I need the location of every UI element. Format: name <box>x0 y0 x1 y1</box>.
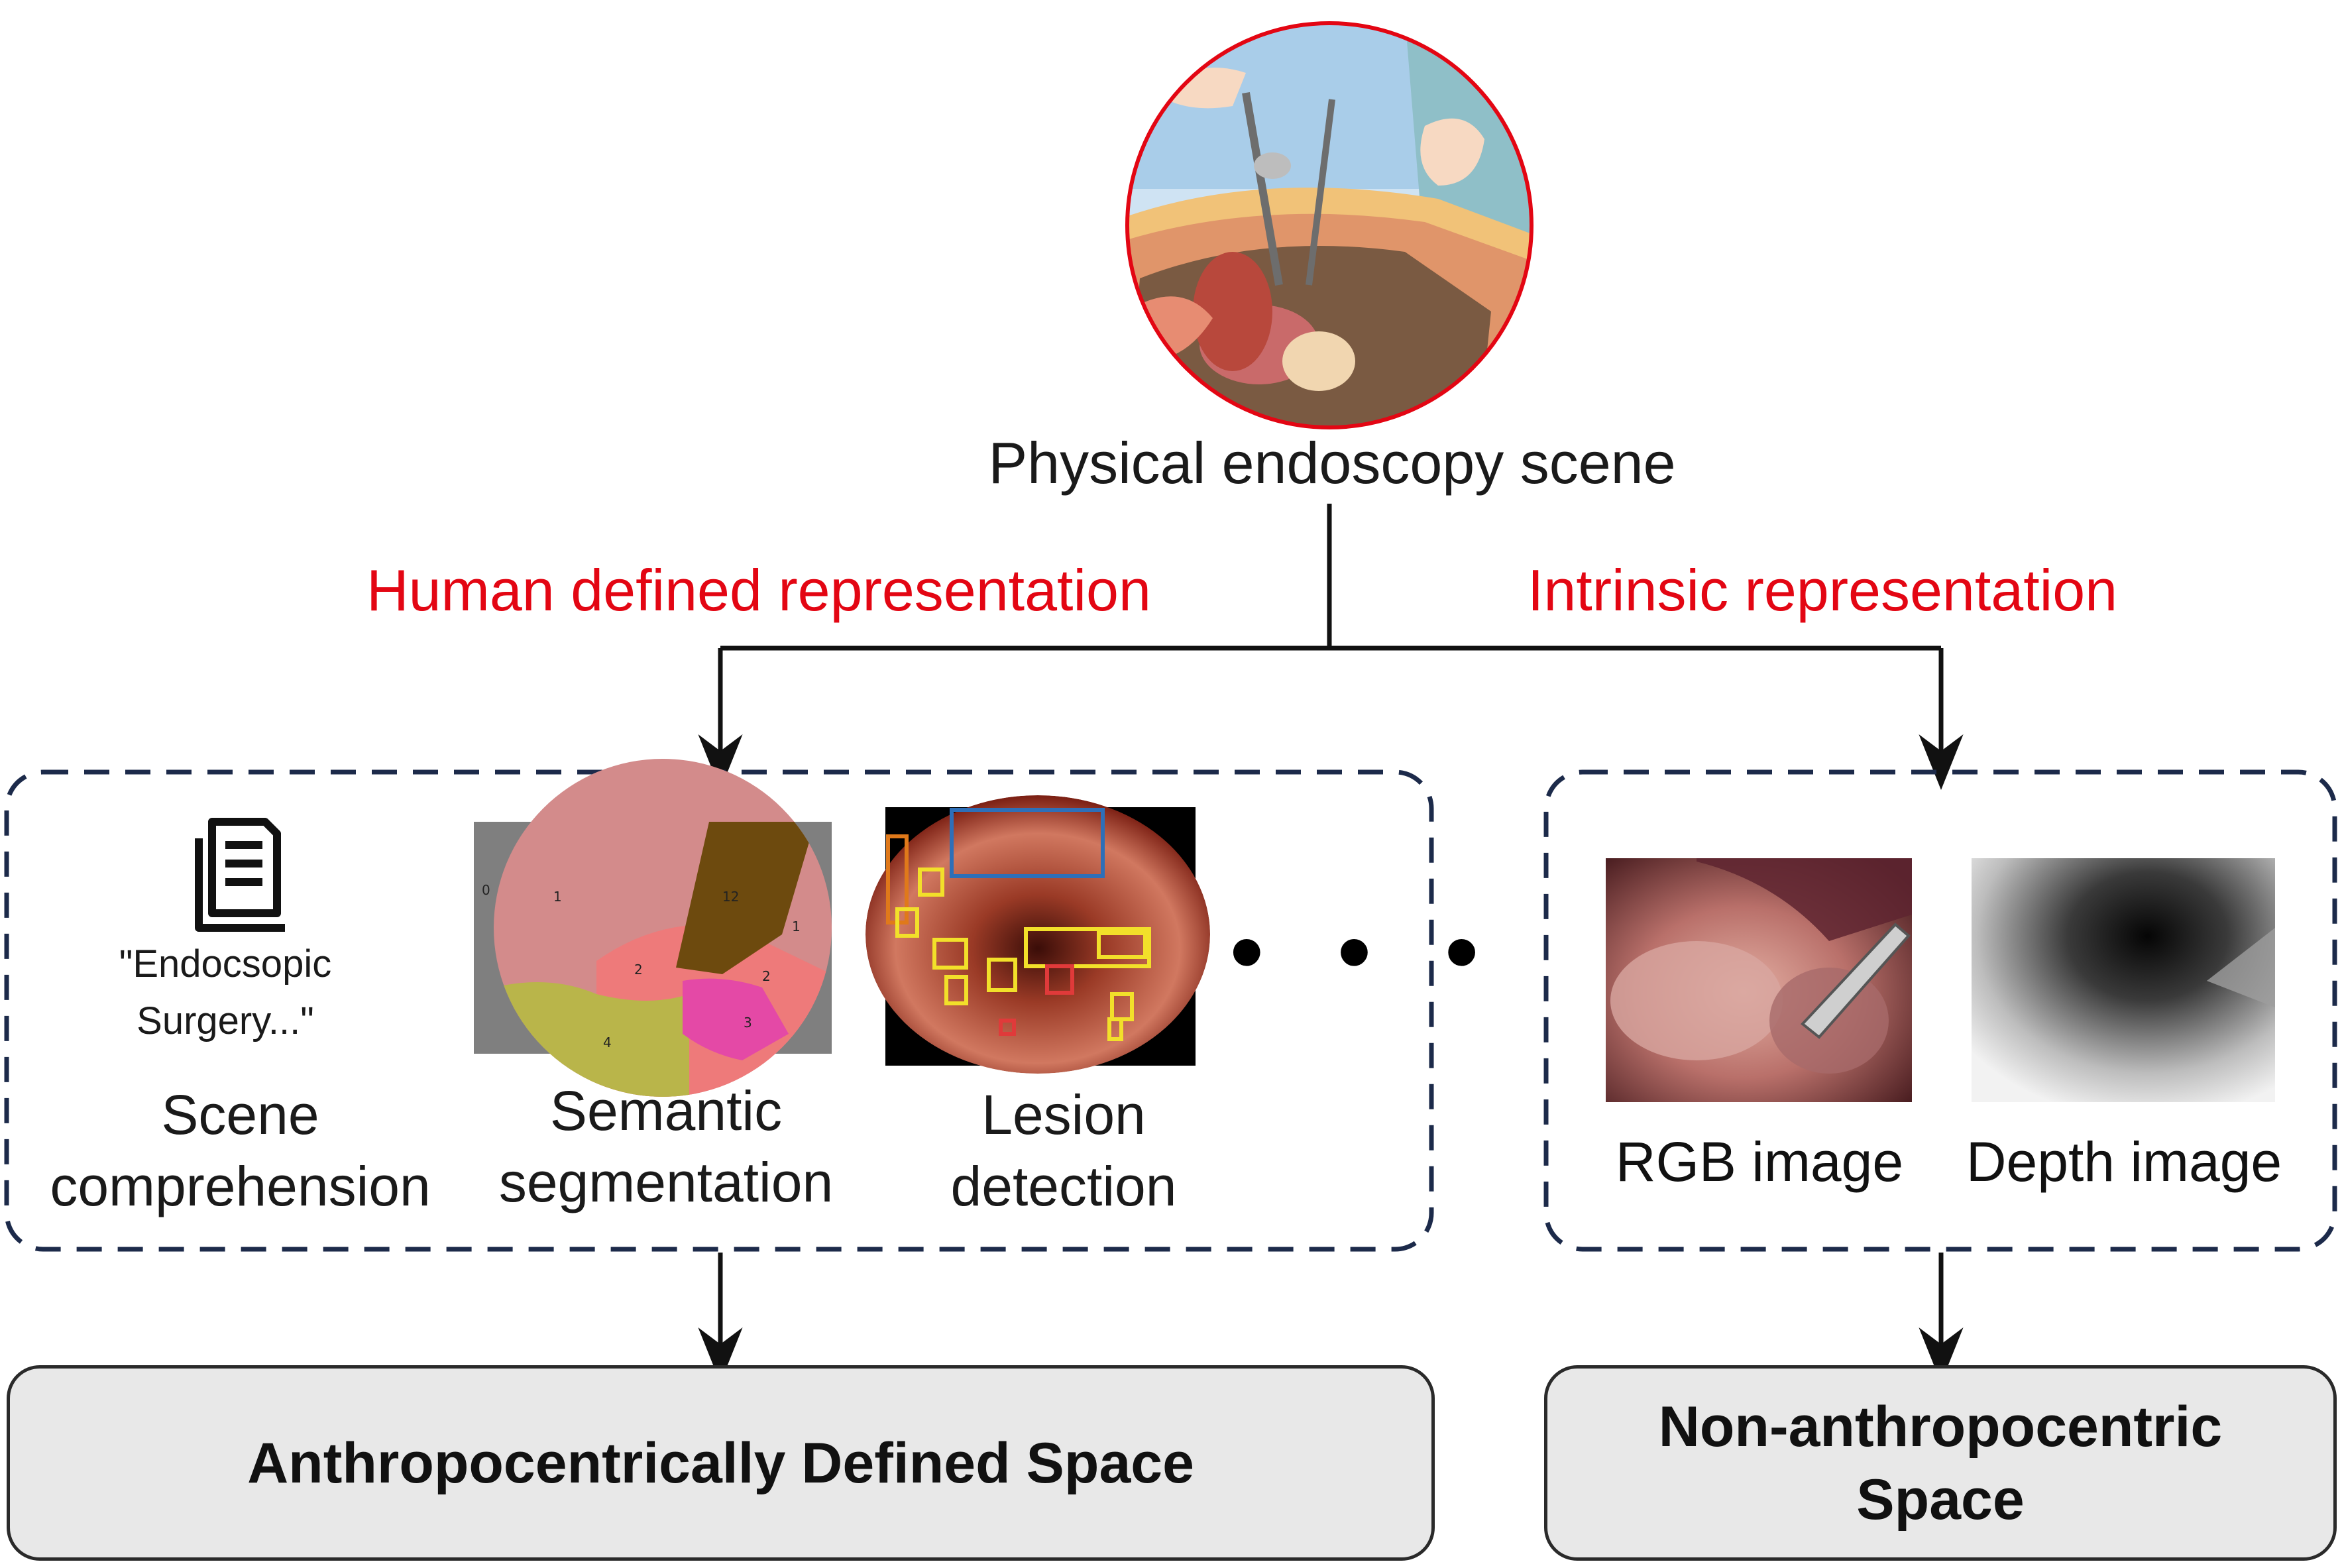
segmentation-region-label: 3 <box>744 1015 752 1031</box>
anthropocentric-space-box: Anthropocentrically Defined Space <box>7 1365 1435 1561</box>
depth-image <box>1972 858 2275 1102</box>
depth-image-label: Depth image <box>1966 1131 2282 1193</box>
segmentation-region-label: 12 <box>722 889 739 905</box>
segmentation-region-label: 0 <box>482 882 490 898</box>
lesion-detection-image <box>865 795 1210 1074</box>
non-anthropocentric-space-label: Non-anthropocentric Space <box>1658 1394 2223 1532</box>
segmentation-region-label: 1 <box>553 889 562 905</box>
non-anthropocentric-space-box: Non-anthropocentric Space <box>1544 1365 2337 1561</box>
segmentation-region-label: 2 <box>634 962 643 978</box>
scene-quote-text: "Endocsopic Surgery..." <box>119 942 332 1042</box>
anthropocentric-space-label: Anthropocentrically Defined Space <box>247 1431 1194 1495</box>
scene-title: Physical endoscopy scene <box>988 430 1676 496</box>
more-tasks-ellipsis: • • • <box>1229 895 1502 1007</box>
connector-lines <box>698 504 1964 1383</box>
rgb-endoscopy-image <box>1606 858 1912 1102</box>
rgb-image-label: RGB image <box>1615 1131 1904 1193</box>
semantic-segmentation-label: Semantic segmentation <box>498 1080 834 1213</box>
intrinsic-representation-label: Intrinsic representation <box>1527 557 2118 623</box>
endoscopy-scene-illustration <box>1125 21 1533 429</box>
segmentation-region-label: 1 <box>792 919 801 934</box>
lesion-detection-label: Lesion detection <box>950 1084 1177 1217</box>
segmentation-region-label: 2 <box>762 968 771 984</box>
scene-comprehension-label: Scene comprehension <box>50 1084 431 1217</box>
segmentation-region-label: 4 <box>603 1035 612 1050</box>
document-icon <box>195 818 285 932</box>
human-defined-representation-label: Human defined representation <box>366 557 1151 623</box>
semantic-segmentation-image: 0 1 12 1 2 2 3 4 <box>474 759 832 1097</box>
